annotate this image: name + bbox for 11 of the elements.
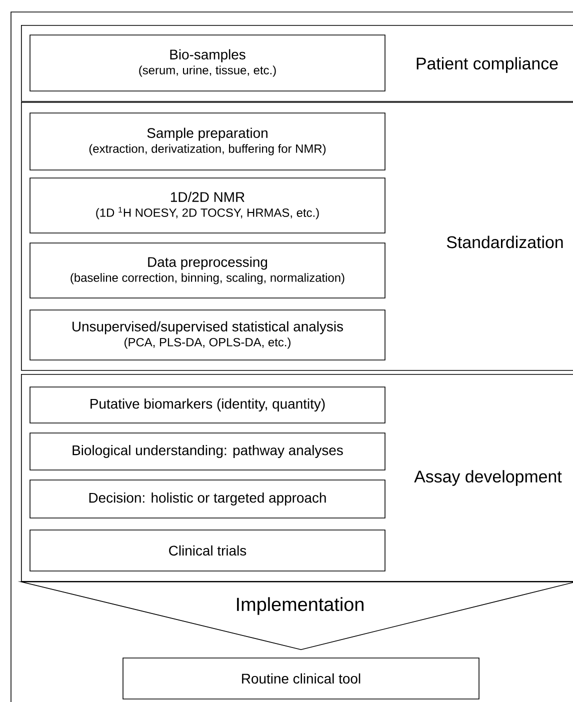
process-box: Sample preparation (extraction, derivatization, buffering for NMR) (30, 112, 386, 170)
process-box: Decision: holistic or targeted approach (30, 480, 386, 518)
process-box: Unsupervised/supervised statistical analysis (PCA, PLS-DA, OPLS-DA, etc.) (30, 310, 386, 360)
process-box: 1D/2D NMR (1D $^{1}$H NOESY, 2D TOCSY, HRMAS, etc.) (30, 178, 386, 234)
process-box: Data preprocessing (baseline correction, binning, scaling, normalization) (30, 242, 386, 298)
process-box: Biological understanding: pathway analyses (30, 432, 386, 470)
edge-label: Implementation (234, 596, 366, 616)
process-box: Bio-samples (serum, urine, tissue, etc.) (30, 34, 386, 92)
process-box: Routine clinical tool (122, 658, 480, 700)
process-box: Putative biomarkers (identity, quantity) (30, 386, 386, 424)
process-box: Clinical trials (30, 530, 386, 572)
